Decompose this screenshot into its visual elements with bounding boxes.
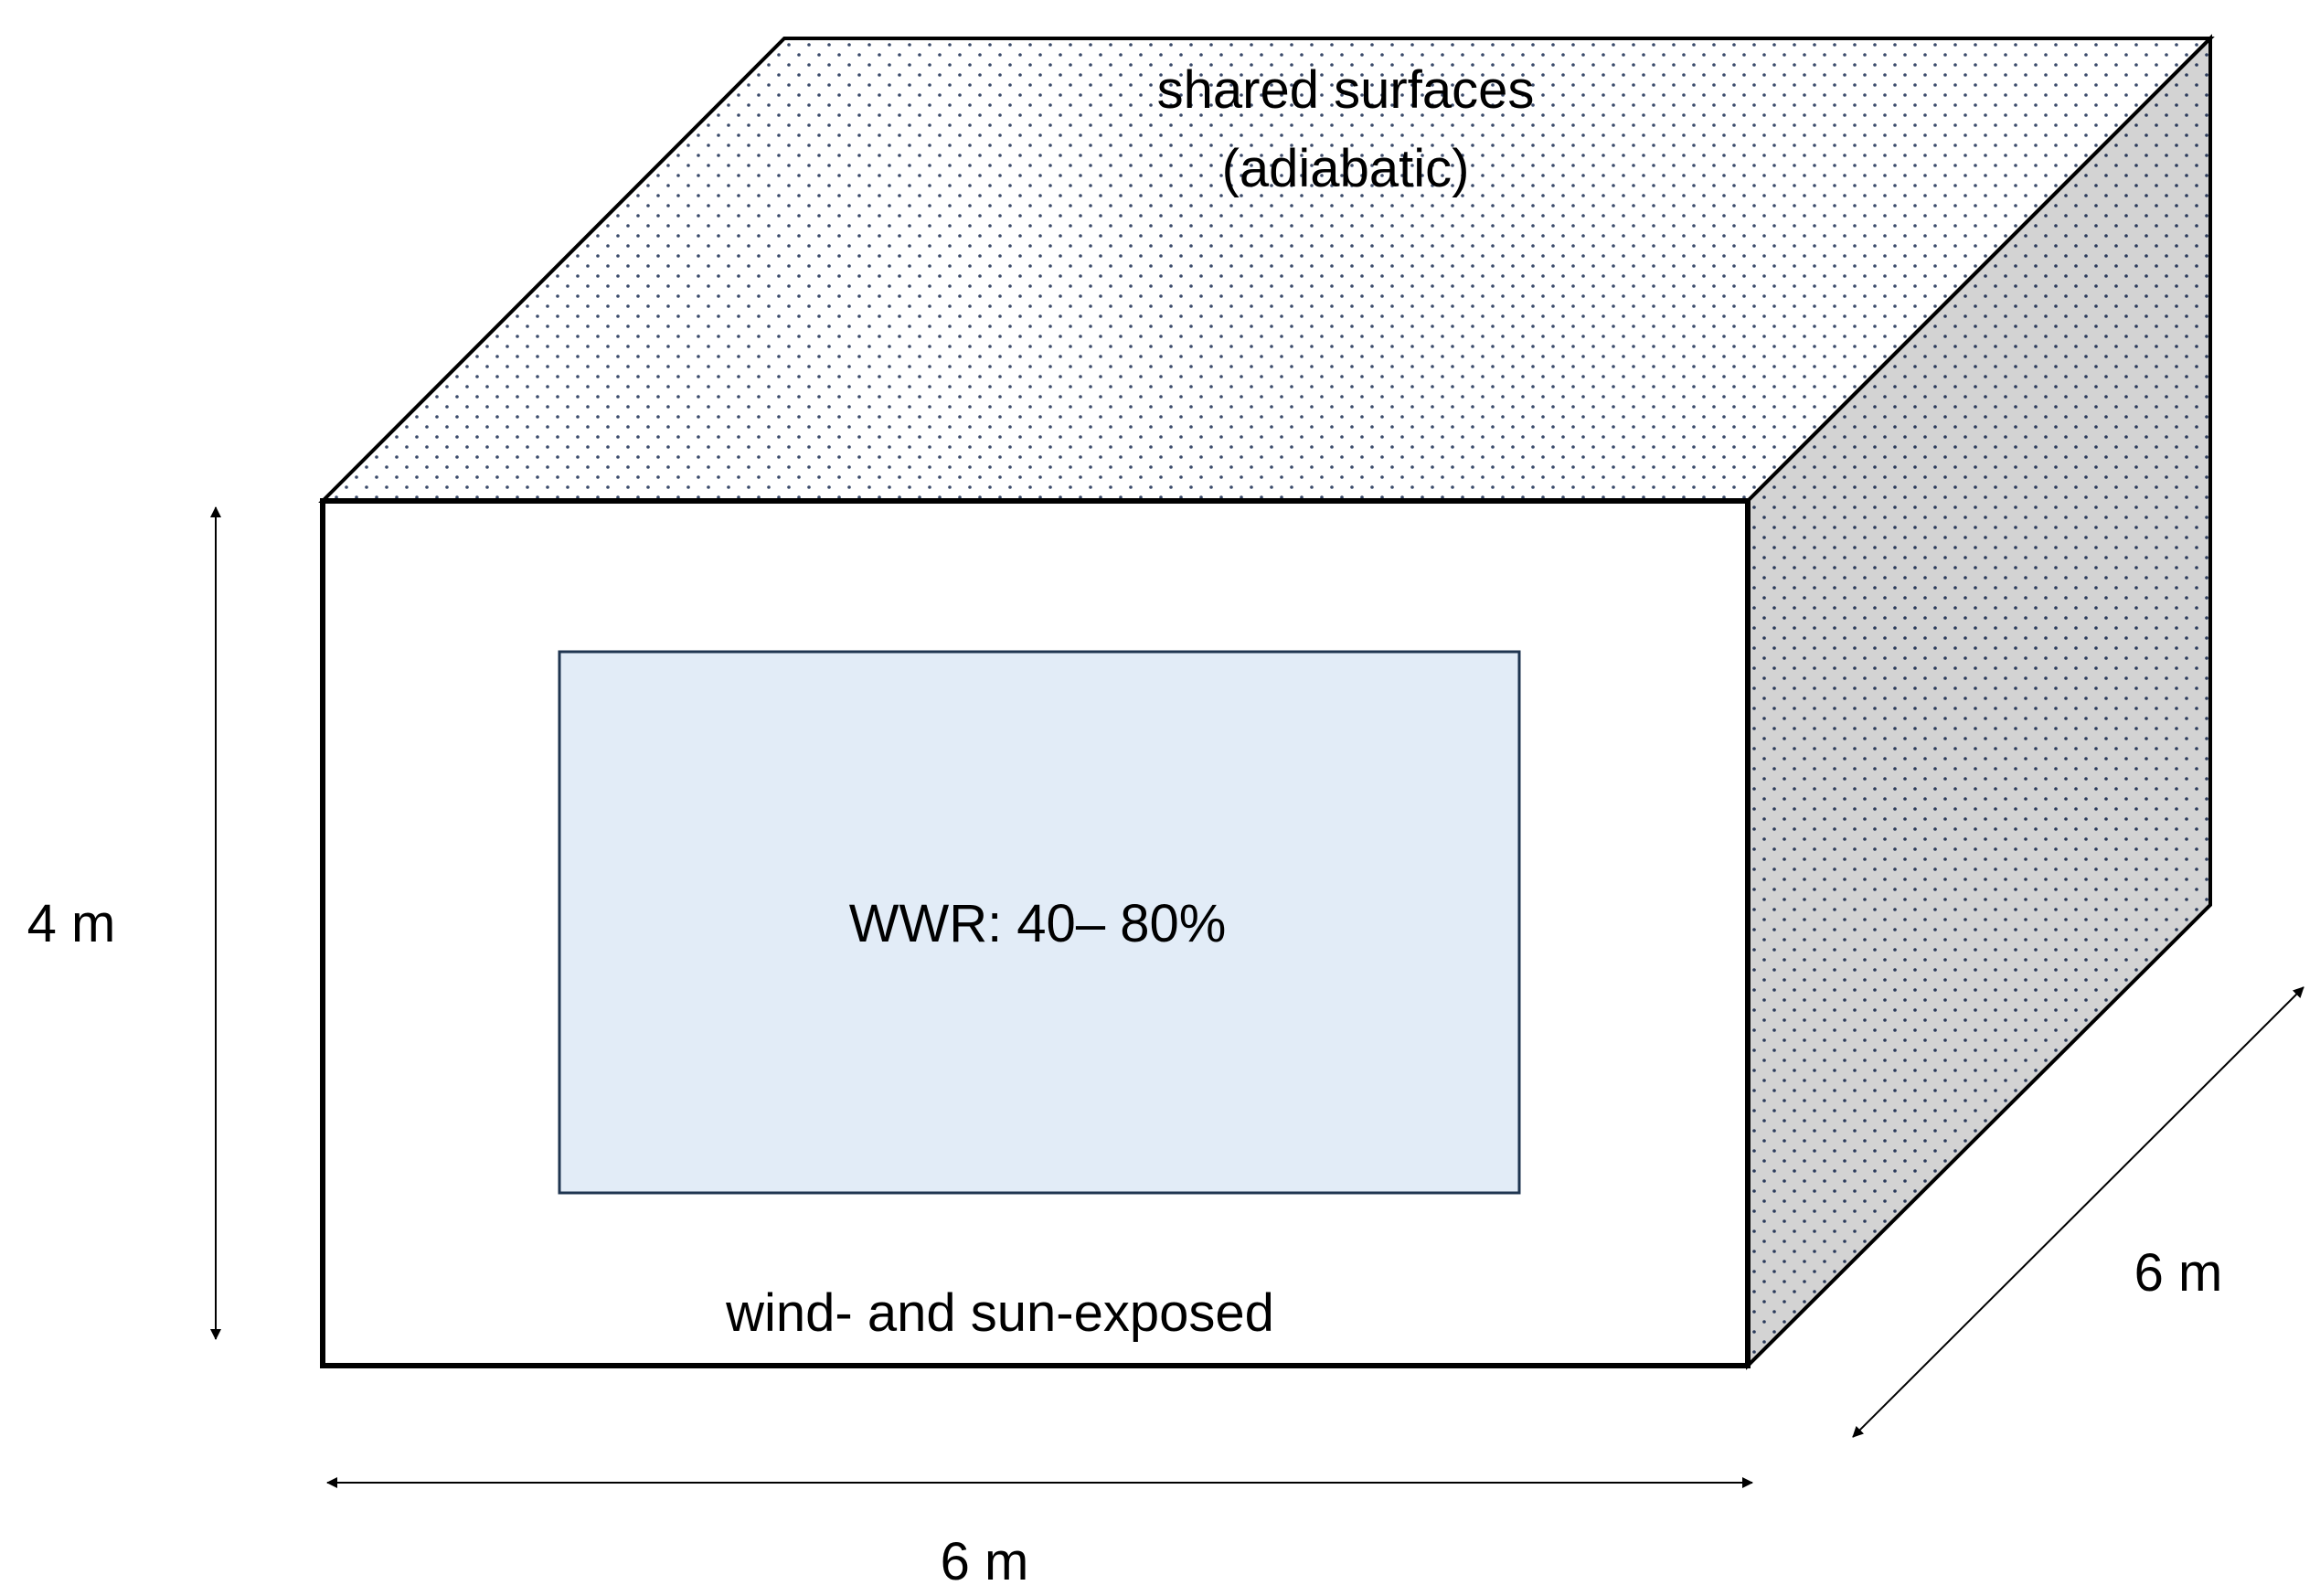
front-label: wind- and sun-exposed	[725, 1283, 1274, 1343]
height-label: 4 m	[27, 894, 116, 953]
window	[558, 650, 1521, 1195]
width-label: 6 m	[941, 1532, 1029, 1591]
window-label: WWR: 40– 80%	[849, 894, 1227, 953]
top-label-line2: (adiabatic)	[1222, 139, 1470, 198]
top-label-line1: shared surfaces	[1157, 60, 1535, 120]
depth-dimension-arrow	[1852, 986, 2304, 1438]
depth-label: 6 m	[2134, 1243, 2223, 1303]
